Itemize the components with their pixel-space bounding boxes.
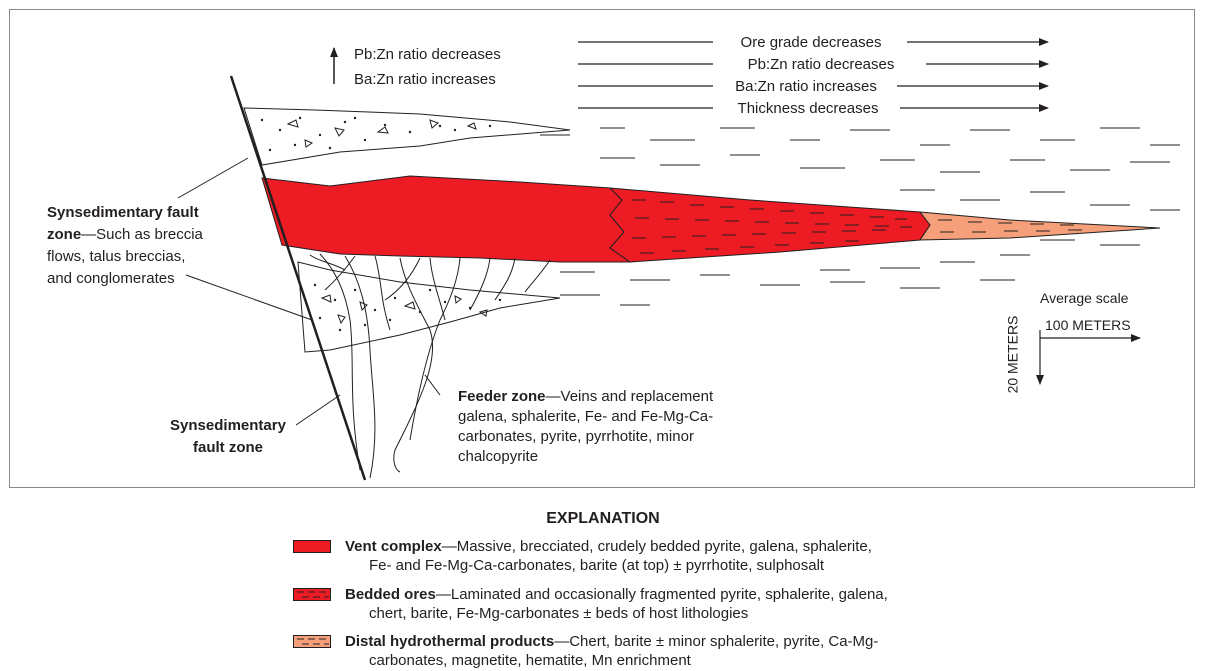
vent-complex-desc-2: Fe- and Fe-Mg-Ca-carbonates, barite (at … <box>345 556 965 575</box>
scale-vertical-label: 20 METERS <box>1004 310 1023 400</box>
feeder-zone-desc-2: galena, sphalerite, Fe- and Fe-Mg-Ca- <box>458 408 713 425</box>
feeder-zone-label: Feeder zone—Veins and replacement galena… <box>458 387 713 467</box>
right-arrow-label-4: Thickness decreases <box>716 99 900 118</box>
vent-complex-desc-1: —Massive, brecciated, crudely bedded pyr… <box>442 538 872 555</box>
bedded-ores-desc-1: —Laminated and occasionally fragmented p… <box>436 586 888 603</box>
feeder-zone-desc-3: carbonates, pyrite, pyrrhotite, minor <box>458 428 694 445</box>
fault-zone-upper-desc-2: flows, talus breccias, <box>47 248 185 265</box>
upper-breccia-wedge <box>244 108 570 165</box>
lower-breccia-wedge <box>298 262 560 352</box>
fault-zone-upper-desc-3: and conglomerates <box>47 270 175 287</box>
right-arrow-label-3: Ba:Zn ratio increases <box>716 77 896 96</box>
fault-zone-upper-title-2: zone <box>47 226 81 243</box>
vent-complex-body <box>262 176 630 262</box>
explanation-title: EXPLANATION <box>293 510 913 528</box>
fault-zone-upper-desc-1: —Such as breccia <box>81 226 203 243</box>
right-arrow-label-2: Pb:Zn ratio decreases <box>716 55 926 74</box>
bedded-ores-name: Bedded ores <box>345 586 436 603</box>
fault-zone-lower-line1: Synsedimentary <box>170 417 286 434</box>
up-arrow-label-2: Ba:Zn ratio increases <box>354 70 496 89</box>
ore-lens <box>262 176 1160 262</box>
scale-arrows <box>1040 330 1140 384</box>
bedded-ores-swatch <box>293 588 331 601</box>
bedded-ores-desc-2: chert, barite, Fe-Mg-carbonates ± beds o… <box>345 604 965 623</box>
vent-complex-swatch <box>293 540 331 553</box>
distal-products-body <box>920 212 1160 240</box>
up-arrow-label-1: Pb:Zn ratio decreases <box>354 45 501 64</box>
feeder-zone-desc-4: chalcopyrite <box>458 448 538 465</box>
bedded-ores-body <box>610 188 930 262</box>
right-arrow-label-1: Ore grade decreases <box>716 33 906 52</box>
fault-zone-lower-label: Synsedimentary fault zone <box>160 415 296 459</box>
fault-zone-lower-line2: fault zone <box>193 439 263 456</box>
feeder-zone-title: Feeder zone <box>458 388 546 405</box>
scale-title: Average scale <box>1040 289 1128 308</box>
distal-products-desc-2: carbonates, magnetite, hematite, Mn enri… <box>345 651 965 670</box>
fault-zone-upper-label: Synsedimentary fault zone—Such as brecci… <box>47 202 203 290</box>
scale-horizontal-label: 100 METERS <box>1045 316 1131 335</box>
distal-products-swatch <box>293 635 331 648</box>
feeder-zone-desc-1: —Veins and replacement <box>546 388 714 405</box>
distal-products-name: Distal hydrothermal products <box>345 633 554 650</box>
vent-complex-name: Vent complex <box>345 538 442 555</box>
fault-zone-upper-title-1: Synsedimentary fault <box>47 204 199 221</box>
distal-products-desc-1: —Chert, barite ± minor sphalerite, pyrit… <box>554 633 878 650</box>
